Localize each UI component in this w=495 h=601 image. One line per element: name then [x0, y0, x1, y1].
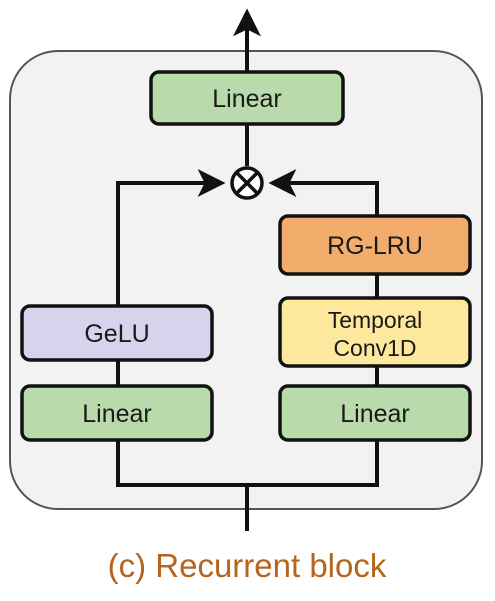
- top-linear-block: Linear: [149, 70, 345, 126]
- diagram-caption: (c) Recurrent block: [108, 547, 387, 584]
- gelu-box: [20, 304, 214, 362]
- left-linear-block: Linear: [20, 384, 214, 442]
- temporal-conv-block: Temporal Conv1D: [278, 296, 472, 368]
- temporal-conv-label-line1: Temporal: [328, 307, 423, 333]
- temporal-conv-box: [278, 296, 472, 368]
- multiply-node: [230, 166, 264, 200]
- gelu-label: GeLU: [84, 320, 149, 348]
- left-linear-box: [20, 384, 214, 442]
- temporal-conv-label-line2: Conv1D: [333, 335, 416, 361]
- connectors: [116, 8, 379, 531]
- right-linear-block: Linear: [278, 384, 472, 442]
- right-linear-box: [278, 384, 472, 442]
- multiply-icon-stroke-b: [235, 171, 259, 195]
- left-linear-label: Linear: [82, 400, 152, 428]
- rg-lru-box: [278, 214, 472, 276]
- right-linear-label: Linear: [340, 400, 410, 428]
- top-linear-label: Linear: [212, 85, 282, 113]
- split-line: [116, 440, 379, 487]
- gelu-block: GeLU: [20, 304, 214, 362]
- gelu-to-multiply: [116, 169, 226, 306]
- top-linear-box: [149, 70, 345, 126]
- rg-lru-label: RG-LRU: [327, 232, 423, 260]
- rg-lru-block: RG-LRU: [278, 214, 472, 276]
- rglru-to-multiply: [268, 169, 379, 216]
